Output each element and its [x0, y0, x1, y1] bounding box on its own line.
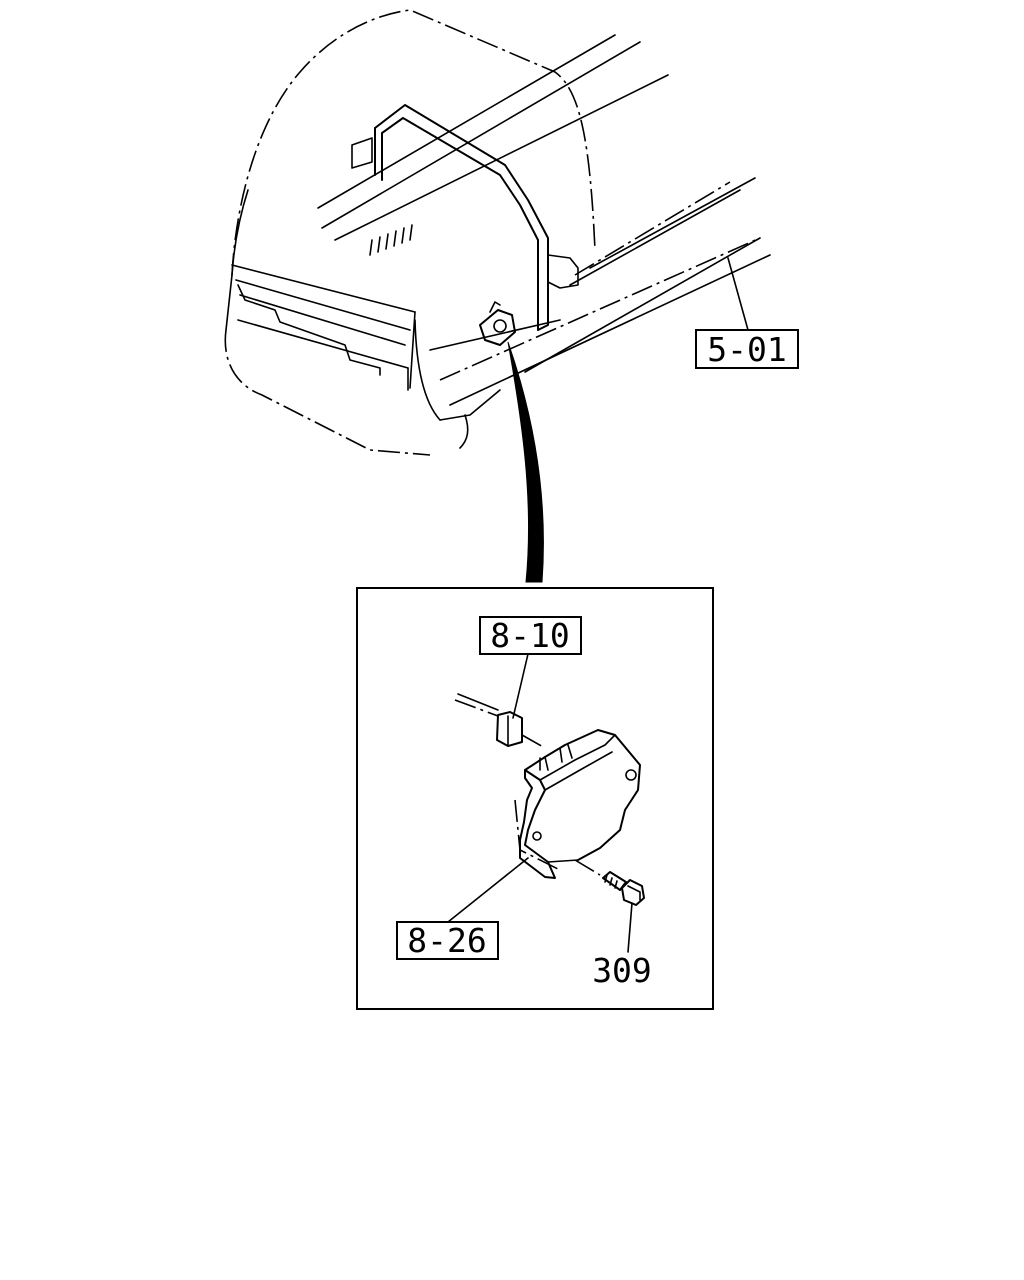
- detail-inset-frame: [356, 587, 714, 1010]
- callout-5-01[interactable]: 5-01: [695, 329, 799, 369]
- leader-line-309: [627, 902, 633, 953]
- callout-5-01-label: 5-01: [707, 330, 786, 369]
- callout-8-26-label: 8-26: [407, 921, 486, 960]
- callout-309-label[interactable]: 309: [592, 951, 652, 990]
- vehicle-cab-drawing: [224, 9, 771, 456]
- callout-8-26[interactable]: 8-26: [396, 921, 499, 960]
- leader-line-8-10: [512, 653, 529, 719]
- callout-8-10[interactable]: 8-10: [479, 616, 582, 655]
- callout-8-10-label: 8-10: [490, 616, 569, 655]
- detail-pointer-arrow: [507, 341, 544, 583]
- detail-drawing: [454, 693, 645, 906]
- leader-line-5-01: [727, 257, 749, 331]
- leader-line-8-26: [447, 857, 529, 923]
